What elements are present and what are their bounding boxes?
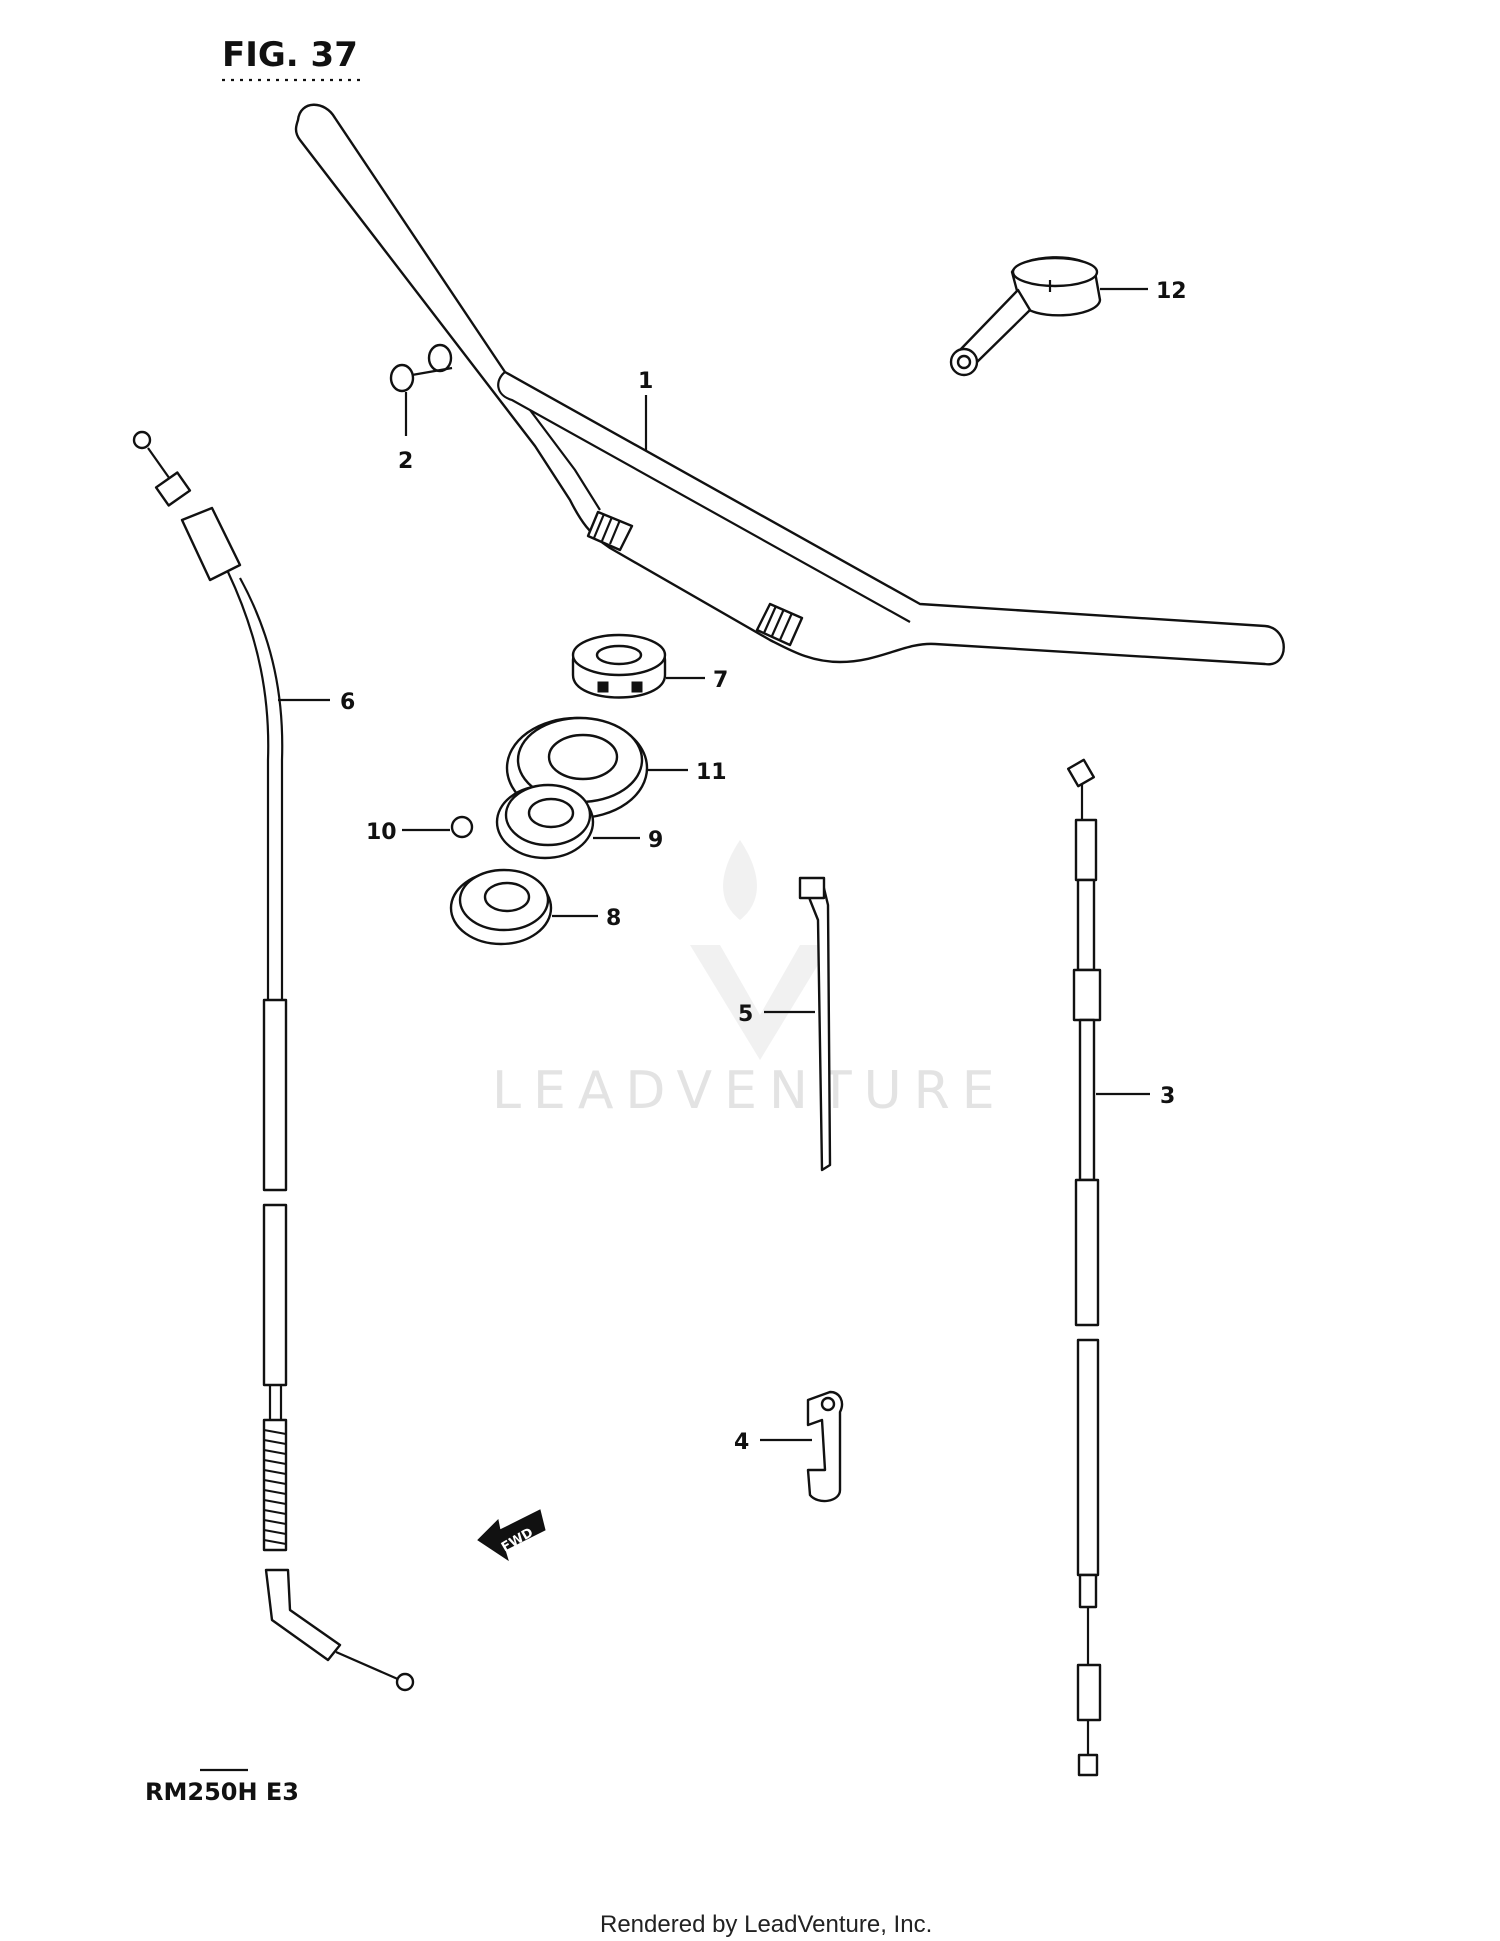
forward-arrow: FWD [477,1509,546,1562]
steel-ball [450,815,474,839]
callout-1: 1 [638,369,653,394]
handlebar-plug [389,343,453,393]
leader-lines [278,287,1150,1442]
callout-5: 5 [738,1002,753,1027]
callout-6: 6 [340,690,355,715]
watermark-text: LEADVENTURE [492,1061,1007,1121]
knurled-section-left [586,510,634,552]
callout-12: 12 [1156,279,1187,304]
callout-7: 7 [713,668,728,693]
callout-2: 2 [398,449,413,474]
bearing-upper [495,783,595,860]
callout-3: 3 [1160,1084,1175,1109]
cable-band [798,876,832,1172]
nut [571,633,667,699]
bearing-lower [449,868,553,946]
figure-title: FIG. 37 [222,35,358,75]
knurled-section-right [755,602,804,647]
throttle-cable [1067,758,1102,1777]
cable-guide [806,1390,844,1503]
callout-10: 10 [366,820,397,845]
clutch-cable [132,430,415,1692]
handlebar [294,103,1285,666]
callout-4: 4 [734,1430,749,1455]
callout-9: 9 [648,828,663,853]
callout-8: 8 [606,906,621,931]
watermark-logo [690,840,830,1060]
footer-credit: Rendered by LeadVenture, Inc. [600,1911,932,1938]
throttle-housing [949,256,1102,377]
callouts: 1 2 3 4 5 6 7 8 9 10 11 12 [340,279,1187,1455]
model-code: RM250H E3 [145,1778,299,1806]
callout-11: 11 [696,760,727,785]
